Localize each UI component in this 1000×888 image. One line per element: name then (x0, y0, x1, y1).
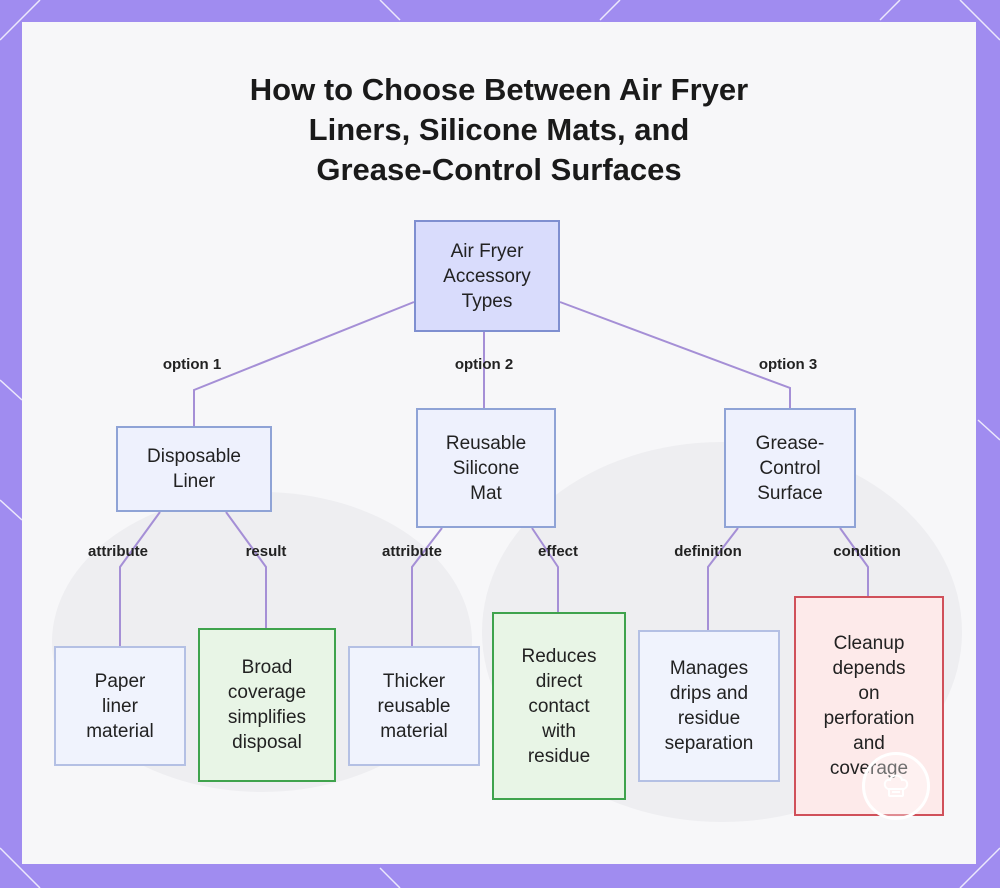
node-grease-control: Grease- Control Surface (724, 408, 856, 528)
node-broad-coverage: Broad coverage simplifies disposal (198, 628, 336, 782)
edge-label-option-3: option 3 (758, 356, 818, 373)
edge-grease-cleanup (839, 527, 869, 596)
node-reduces-contact: Reduces direct contact with residue (492, 612, 626, 800)
node-broad-coverage-label: Broad coverage simplifies disposal (227, 657, 307, 753)
node-root: Air Fryer Accessory Types (414, 220, 560, 332)
edge-label-attribute-mat: attribute (382, 543, 442, 560)
node-disposable-liner-label: Disposable Liner (147, 446, 241, 492)
edge-label-result: result (245, 543, 287, 560)
edge-label-option-1: option 1 (162, 356, 222, 373)
chef-hat-icon (862, 752, 930, 820)
node-thicker-material-label: Thicker reusable material (377, 670, 451, 742)
edge-mat-reduces (531, 527, 559, 612)
node-root-label: Air Fryer Accessory Types (443, 240, 531, 312)
edge-label-condition: condition (833, 543, 901, 560)
title-line-2: Liners, Silicone Mats, and (308, 112, 690, 147)
diagram-canvas: How to Choose Between Air Fryer Liners, … (22, 22, 976, 864)
diagram-title: How to Choose Between Air Fryer Liners, … (22, 70, 976, 190)
edge-root-liner (193, 301, 415, 426)
node-silicone-mat: Reusable Silicone Mat (416, 408, 556, 528)
edge-label-effect: effect (537, 543, 579, 560)
node-paper-liner-label: Paper liner material (86, 670, 154, 742)
edge-grease-manages (707, 527, 739, 630)
edge-root-grease (559, 301, 791, 408)
edge-liner-broad (225, 511, 267, 628)
edge-label-definition: definition (674, 543, 742, 560)
node-reduces-contact-label: Reduces direct contact with residue (521, 645, 597, 767)
node-manages-drips-label: Manages drips and residue separation (664, 658, 754, 754)
edge-label-attribute-liner: attribute (88, 543, 148, 560)
node-manages-drips: Manages drips and residue separation (638, 630, 780, 782)
edge-mat-thicker (411, 527, 443, 646)
node-silicone-mat-label: Reusable Silicone Mat (445, 432, 527, 504)
title-line-1: How to Choose Between Air Fryer (249, 72, 749, 107)
node-thicker-material: Thicker reusable material (348, 646, 480, 766)
title-line-3: Grease-Control Surfaces (316, 152, 682, 187)
node-disposable-liner: Disposable Liner (116, 426, 272, 512)
node-grease-control-label: Grease- Control Surface (755, 432, 825, 504)
edge-liner-paper (119, 511, 161, 646)
edge-label-option-2: option 2 (454, 356, 514, 373)
node-paper-liner: Paper liner material (54, 646, 186, 766)
edge-layer (119, 301, 869, 646)
